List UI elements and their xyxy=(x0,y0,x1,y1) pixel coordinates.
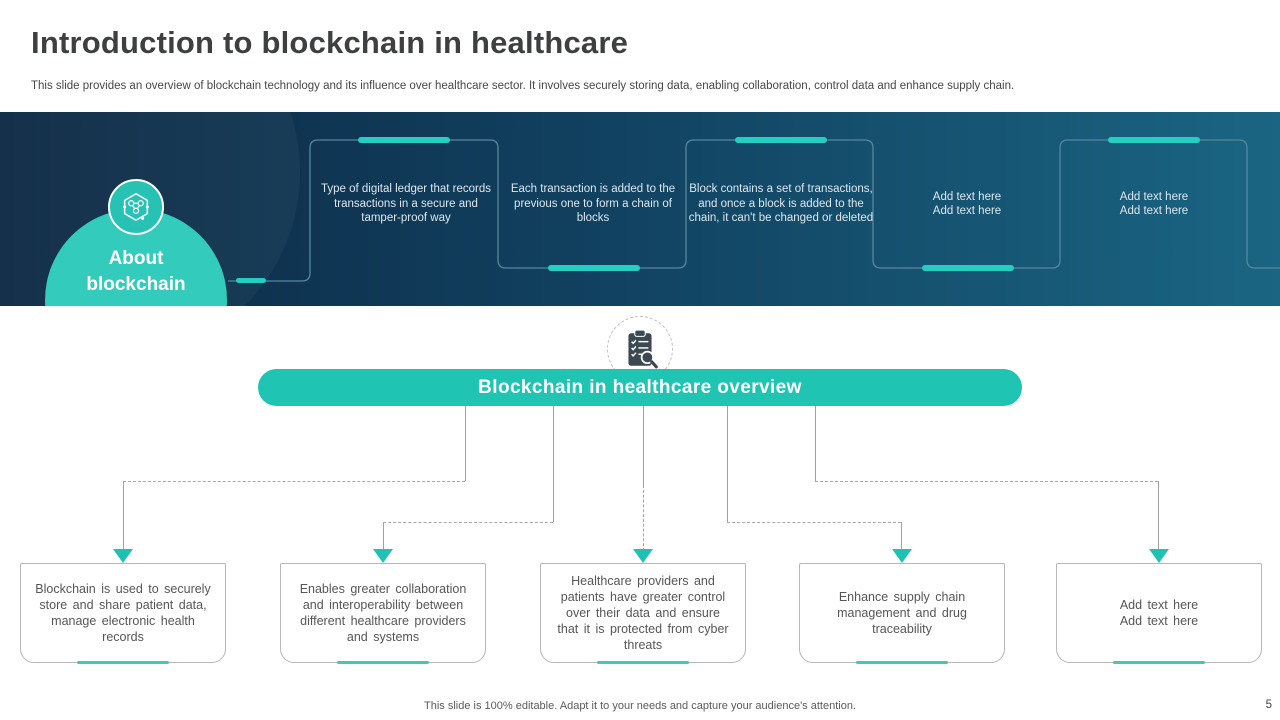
connector-line xyxy=(465,406,466,481)
connector-line xyxy=(643,406,644,485)
arrow-down-icon xyxy=(633,549,653,563)
banner-box-2: Each transaction is added to the previou… xyxy=(502,140,684,268)
banner-box-3: Block contains a set of transactions, an… xyxy=(688,140,874,268)
arrow-down-icon xyxy=(113,549,133,563)
overview-card-4-text: Enhance supply chain management and drug… xyxy=(837,590,967,636)
overview-title: Blockchain in healthcare overview xyxy=(478,376,802,398)
page-subtitle: This slide provides an overview of block… xyxy=(31,80,1015,92)
banner-box-5: Add text here Add text here xyxy=(1063,140,1245,268)
connector-line xyxy=(123,481,124,551)
banner-box-4: Add text here Add text here xyxy=(876,140,1058,268)
overview-card-5: Add text here Add text here xyxy=(1056,563,1262,664)
connector-line xyxy=(383,522,384,551)
card-accent-bar xyxy=(597,661,689,664)
overview-card-1-text: Blockchain is used to securely store and… xyxy=(35,582,211,644)
connector-line xyxy=(727,522,901,523)
connector-line xyxy=(815,481,1158,482)
connector-line xyxy=(727,406,728,522)
banner-box-4-text: Add text here Add text here xyxy=(932,190,1002,218)
footer-note: This slide is 100% editable. Adapt it to… xyxy=(424,700,856,712)
page-number: 5 xyxy=(1265,699,1272,711)
card-accent-bar xyxy=(77,661,169,664)
card-accent-bar xyxy=(1113,661,1205,664)
overview-title-pill: Blockchain in healthcare overview xyxy=(258,369,1022,406)
banner-box-1-text: Type of digital ledger that records tran… xyxy=(320,183,492,225)
banner-box-3-text: Block contains a set of transactions, an… xyxy=(688,183,874,225)
connector-line xyxy=(383,522,553,523)
connector-line xyxy=(1158,481,1159,551)
overview-card-4: Enhance supply chain management and drug… xyxy=(799,563,1005,664)
page-title: Introduction to blockchain in healthcare xyxy=(31,25,629,60)
connector-line xyxy=(643,485,644,551)
arrow-down-icon xyxy=(373,549,393,563)
connector-line xyxy=(815,406,816,481)
about-blockchain-banner: About blockchain Type of digital ledger … xyxy=(0,112,1280,306)
blockchain-network-icon xyxy=(108,179,164,235)
banner-box-1: Type of digital ledger that records tran… xyxy=(315,140,497,268)
card-accent-bar xyxy=(337,661,429,664)
overview-card-2-text: Enables greater collaboration and intero… xyxy=(299,582,467,644)
about-blockchain-label: About blockchain xyxy=(86,248,186,295)
overview-card-1: Blockchain is used to securely store and… xyxy=(20,563,226,664)
arrow-down-icon xyxy=(892,549,912,563)
banner-box-5-text: Add text here Add text here xyxy=(1119,190,1189,218)
connector-line xyxy=(901,522,902,551)
overview-card-2: Enables greater collaboration and intero… xyxy=(280,563,486,664)
banner-box-2-text: Each transaction is added to the previou… xyxy=(510,183,676,225)
overview-card-3: Healthcare providers and patients have g… xyxy=(540,563,746,664)
connector-line xyxy=(553,406,554,522)
overview-card-3-text: Healthcare providers and patients have g… xyxy=(557,574,729,652)
connector-line xyxy=(123,481,465,482)
card-accent-bar xyxy=(856,661,948,664)
arrow-down-icon xyxy=(1149,549,1169,563)
overview-card-5-text: Add text here Add text here xyxy=(1119,598,1199,628)
